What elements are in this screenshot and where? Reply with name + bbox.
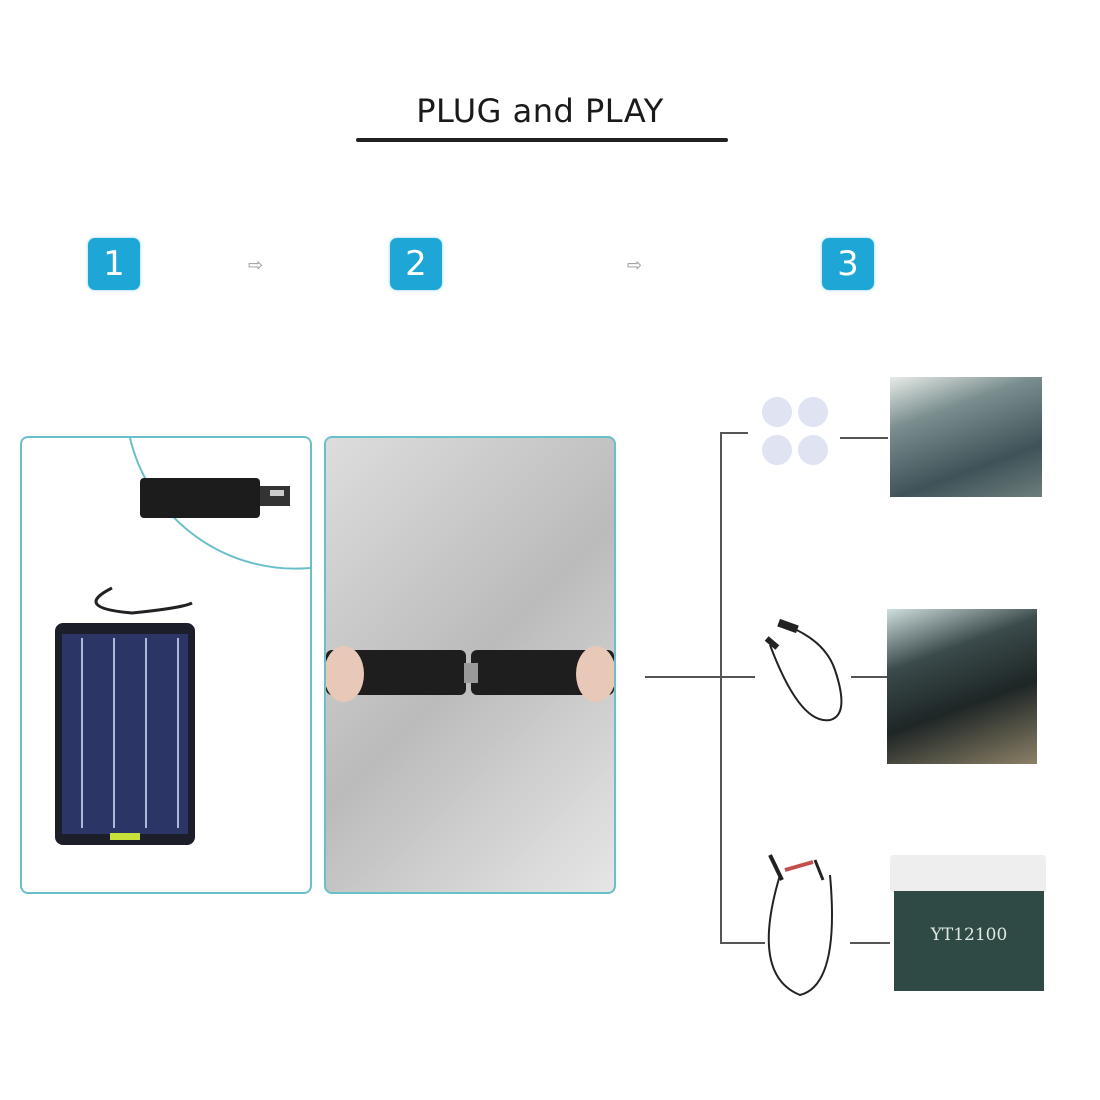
connector-line <box>720 942 765 944</box>
solar-panel-illustration <box>55 438 310 845</box>
step-badge-2: 2 <box>390 238 442 290</box>
arrow-right-icon: ⇨ <box>627 255 643 276</box>
step-badge-1: 1 <box>88 238 140 290</box>
connector-line <box>840 437 888 439</box>
page-title: PLUG and PLAY <box>416 92 664 130</box>
battery-photo: YT12100 <box>890 855 1046 993</box>
title-underline <box>356 138 728 142</box>
windshield-photo <box>890 377 1042 497</box>
arrow-right-icon: ⇨ <box>248 255 264 276</box>
panel-solar <box>20 436 312 894</box>
panel-connectors <box>324 436 616 894</box>
sae-connector-illustration <box>326 646 614 702</box>
dashboard-photo <box>887 609 1037 764</box>
alligator-clips-icon <box>767 854 833 997</box>
suction-cups-icon <box>762 397 828 465</box>
connector-line <box>850 942 890 944</box>
step-badge-3: 3 <box>822 238 874 290</box>
connector-line <box>720 432 722 944</box>
connector-line <box>851 676 887 678</box>
connector-line <box>645 676 755 678</box>
battery-model-label: YT12100 <box>930 925 1008 945</box>
connector-line <box>720 432 748 434</box>
cigarette-lighter-cable-icon <box>764 618 843 722</box>
